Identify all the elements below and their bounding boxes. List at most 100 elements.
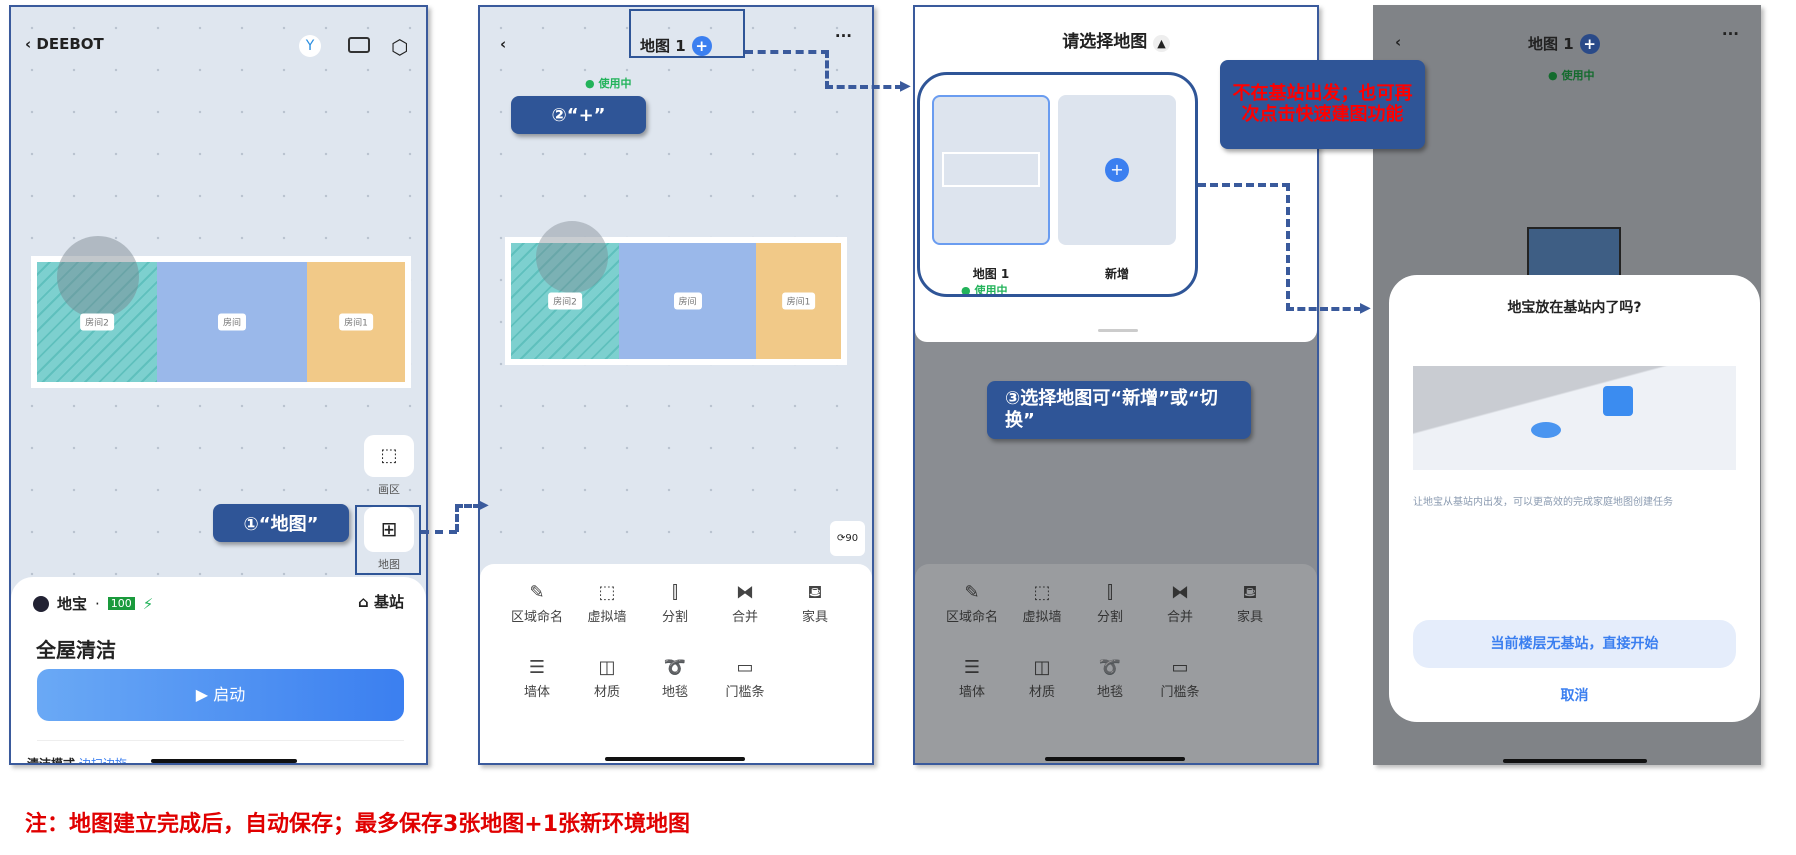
callout-text: ②“+” (551, 104, 606, 126)
new-map-card[interactable]: + (1058, 95, 1176, 245)
tool-icon: ➰ (663, 657, 687, 678)
phone-select-map-screen: ✎区域命名⬚虚拟墙⫿分割⧓合并⛾家具☰墙体◫材质➰地毯▭门槛条 请选择地图 ▲ … (913, 5, 1319, 765)
tool-5[interactable]: ☰ 墙体 (502, 657, 572, 700)
room-label: 房间2 (548, 292, 582, 310)
arrow-icon: ▶ (900, 78, 911, 94)
tool-7: ➰地毯 (1075, 657, 1145, 700)
tool-3[interactable]: ⧓合并 (710, 582, 780, 625)
camera-icon[interactable] (348, 37, 370, 53)
separator: · (95, 594, 100, 613)
robot-icon (1531, 422, 1561, 438)
tool-7[interactable]: ➰地毯 (640, 657, 710, 700)
connector-2c (825, 85, 903, 89)
room-main[interactable]: 房间 (619, 243, 756, 359)
tool-0[interactable]: ✎区域命名 (502, 582, 572, 625)
tool-label: 区域命名 (945, 610, 998, 625)
collapse-icon[interactable]: ▲ (1153, 35, 1170, 52)
callout-step-1: ①“地图” (213, 504, 349, 542)
tool-icon: ⬚ (1033, 582, 1051, 603)
tool-4: ⛾ 家具 (1215, 582, 1285, 625)
add-map-icon[interactable]: + (691, 35, 712, 56)
room-1[interactable]: 房间1 (307, 262, 405, 382)
connector-3b (1286, 183, 1290, 311)
room-2[interactable]: 房间2 (37, 236, 157, 382)
tool-icon: ⧓ (1171, 582, 1189, 603)
room-1[interactable]: 房间1 (756, 243, 841, 359)
tool-label: 虚拟墙 (587, 610, 627, 625)
sheet-handle[interactable] (1098, 329, 1138, 332)
start-button[interactable]: ▶ 启动 (37, 669, 404, 721)
tool-1[interactable]: ⬚ 虚拟墙 (572, 582, 642, 625)
map-button[interactable]: ⊞ (364, 507, 414, 552)
tool-icon: ☰ (528, 657, 546, 678)
floor-map[interactable]: 房间2 房间 房间1 (505, 221, 847, 365)
highlight-add-map (629, 9, 745, 58)
start-without-station-button[interactable]: 当前楼层无基站，直接开始 (1413, 620, 1736, 668)
map-card-1[interactable] (932, 95, 1050, 245)
tool-icon: ▭ (1171, 657, 1189, 678)
tool-label: 墙体 (523, 685, 550, 700)
map-button-label: 地图 (378, 558, 400, 571)
cancel-button[interactable]: 取消 (1560, 688, 1589, 704)
back-button[interactable]: ‹ (1395, 33, 1402, 51)
settings-icon[interactable]: ⬡ (391, 35, 409, 59)
tool-icon: ⬚ (598, 582, 616, 603)
select-map-sheet: 请选择地图 ▲ + 地图 1 ● 使用中 新增 (915, 7, 1317, 342)
tool-5: ☰墙体 (937, 657, 1007, 700)
phone-home-screen: ‹ DEEBOT Y ⬡ 房间2 房间 房间1 ⬚ 画区 ⊞ 地图 地宝 · 1… (9, 5, 428, 765)
more-icon: ··· (1721, 25, 1739, 43)
mode-value[interactable]: 边扫边拖 (78, 757, 127, 765)
bottom-panel: 地宝 · 100 ⚡ ⌂ 基站 全屋清洁 ▶ 启动 清洁模式 边扫边拖 (11, 577, 426, 765)
tool-label: 分割 (661, 610, 688, 625)
play-icon: ▶ (195, 685, 209, 704)
new-map-label: 新增 (1104, 267, 1129, 281)
tool-2: ⫿分割 (1075, 582, 1145, 625)
arrow-icon: ▶ (478, 497, 489, 513)
status-dot-icon: ● (585, 77, 595, 90)
home-indicator[interactable] (1503, 759, 1647, 763)
robot-icon (33, 595, 49, 612)
station-illustration (1413, 366, 1736, 470)
connector-1b (455, 504, 459, 532)
back-button[interactable]: ‹ DEEBOT (25, 35, 104, 53)
map-name[interactable]: 地图 1 (640, 37, 686, 55)
divider (37, 740, 404, 741)
tool-icon: ◫ (598, 657, 616, 678)
draw-area-button[interactable]: ⬚ (364, 435, 414, 477)
tool-label: 家具 (1236, 610, 1263, 625)
floor-map[interactable]: 房间2 房间 房间1 (31, 236, 411, 388)
fan-icon[interactable]: Y (299, 35, 321, 57)
tool-6[interactable]: ◫材质 (572, 657, 642, 700)
tool-4[interactable]: ⛾家具 (780, 582, 850, 625)
sheet-title: 请选择地图 (1062, 32, 1148, 52)
edit-toolbar (480, 564, 872, 763)
home-indicator[interactable] (1045, 757, 1185, 761)
rotate-icon: ⟳ (836, 533, 846, 544)
station-icon: ⌂ (358, 593, 369, 611)
room-2[interactable]: 房间2 (511, 221, 619, 359)
tool-icon: ⛾ (1242, 582, 1258, 603)
more-icon[interactable]: ··· (834, 27, 852, 45)
rotate-button[interactable]: ⟳90 (830, 521, 865, 556)
robot-marker (536, 221, 608, 293)
tool-label: 门槛条 (725, 685, 765, 700)
map-icon: ⊞ (380, 517, 398, 541)
home-indicator[interactable] (605, 757, 745, 761)
highlight-map-button (355, 505, 421, 575)
tool-2[interactable]: ⫿分割 (640, 582, 710, 625)
tool-0: ✎区域命名 (937, 582, 1007, 625)
tool-label: 地毯 (1096, 685, 1123, 700)
map-status: 使用中 (598, 77, 632, 90)
room-main[interactable]: 房间 (157, 262, 307, 382)
back-button[interactable]: ‹ (500, 35, 506, 53)
map-name: 地图 1 (1528, 35, 1574, 53)
dimmed-toolbar (915, 564, 1317, 763)
connector-1 (421, 530, 457, 534)
callout-text: ①“地图” (243, 514, 319, 535)
station-icon (1603, 386, 1633, 416)
tool-label: 材质 (1028, 685, 1055, 700)
home-indicator[interactable] (151, 759, 297, 763)
tool-8[interactable]: ▭门槛条 (710, 657, 780, 700)
station-tab[interactable]: ⌂ 基站 (358, 591, 404, 612)
callout-text: 不在基站出发；也可再次点击快速建图功能 (1232, 82, 1413, 125)
